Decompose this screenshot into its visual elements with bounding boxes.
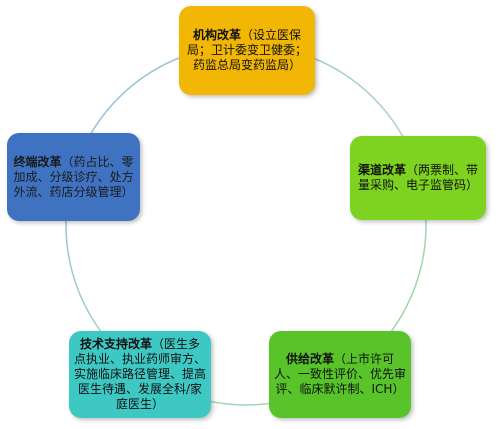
node-technical-support-reform: 技术支持改革（医生多点执业、执业药师审方、实施临床路径管理、提高医生待遇、发展全… bbox=[69, 331, 211, 418]
node-institution-reform-detail: （设立医保局；卫计委变卫健委；药监总局变药监局） bbox=[186, 28, 307, 72]
node-supply-reform-detail: （上市许可人、一致性评价、优先审评、临床默许制、ICH） bbox=[274, 352, 407, 396]
node-channel-reform: 渠道改革（两票制、带量采购、电子监管码） bbox=[350, 136, 486, 220]
node-terminal-reform: 终端改革（药占比、零加成、分级诊疗、处方外流、药店分级管理） bbox=[7, 133, 140, 221]
node-technical-support-reform-title: 技术支持改革 bbox=[79, 337, 152, 351]
node-supply-reform: 供给改革（上市许可人、一致性评价、优先审评、临床默许制、ICH） bbox=[269, 331, 411, 418]
node-supply-reform-title: 供给改革 bbox=[285, 352, 334, 366]
node-channel-reform-title: 渠道改革 bbox=[357, 163, 406, 177]
node-institution-reform-title: 机构改革 bbox=[192, 28, 241, 42]
node-institution-reform: 机构改革（设立医保局；卫计委变卫健委；药监总局变药监局） bbox=[179, 6, 315, 95]
node-channel-reform-detail: （两票制、带量采购、电子监管码） bbox=[357, 163, 479, 192]
node-terminal-reform-title: 终端改革 bbox=[13, 154, 62, 169]
node-terminal-reform-detail: （药占比、零加成、分级诊疗、处方外流、药店分级管理） bbox=[13, 154, 134, 199]
node-technical-support-reform-detail: （医生多点执业、执业药师审方、实施临床路径管理、提高医生待遇、发展全科/家庭医生… bbox=[74, 337, 207, 411]
